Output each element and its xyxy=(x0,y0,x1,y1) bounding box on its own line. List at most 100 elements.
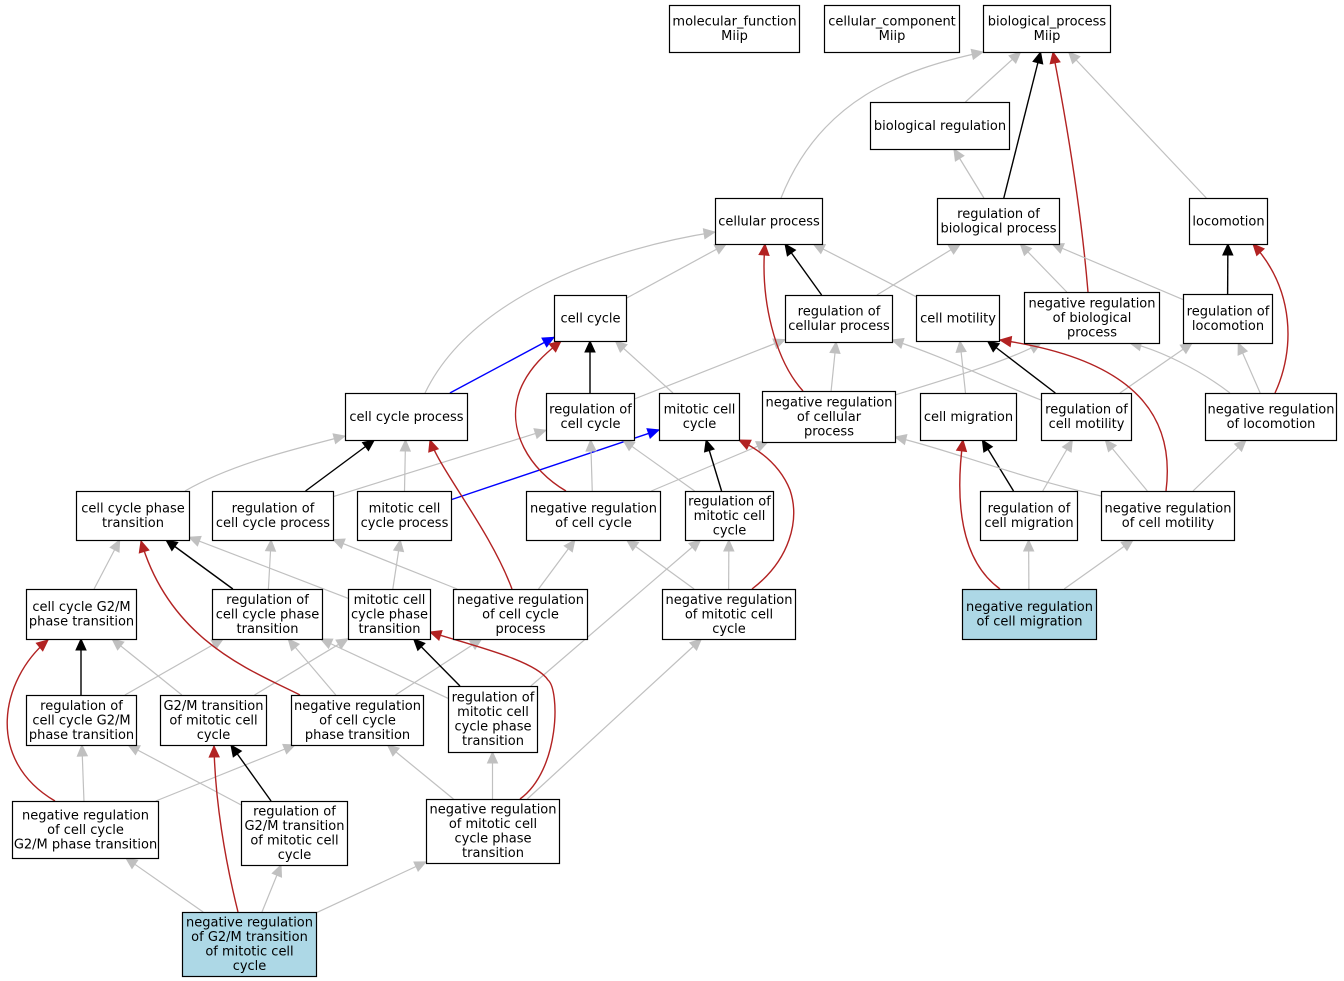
edge-negregg2mphase-to-negregccphase-arrowhead xyxy=(282,743,297,755)
edge-negregcellproc-to-cellproc-arrowhead xyxy=(758,242,770,256)
term-box xyxy=(425,798,561,865)
term-label-line: negative regulation xyxy=(665,593,792,608)
edge-regccproc-to-ccprocess-arrowhead xyxy=(361,439,376,452)
term-label-line: Miip xyxy=(721,29,748,44)
term-box xyxy=(714,197,824,246)
term-node-cellmotility[interactable]: cell motility xyxy=(915,294,1001,343)
term-label-line: of mitotic cell xyxy=(250,834,338,849)
term-label-line: cycle process xyxy=(361,516,449,531)
term-node-ccprocess[interactable]: cell cycle process xyxy=(344,392,469,442)
term-label-line: mitotic cell xyxy=(457,705,529,720)
edge-negregloco-to-negregbio xyxy=(1129,342,1231,394)
term-node-locomotion[interactable]: locomotion xyxy=(1188,197,1269,246)
edge-negregccproc-to-ccprocess xyxy=(429,439,513,590)
term-label-line: regulation of xyxy=(798,305,881,320)
term-label-line: G2/M transition xyxy=(163,699,263,714)
term-label-line: biological process xyxy=(940,222,1056,237)
term-label-line: of mitotic cell xyxy=(449,817,537,832)
term-box xyxy=(961,588,1098,641)
edge-mitccproc-to-ccprocess-arrowhead xyxy=(399,438,412,452)
edge-cellcycle-to-cellproc-arrowhead xyxy=(713,243,728,255)
term-node-cellproc[interactable]: cellular process xyxy=(714,197,824,246)
edge-negregloco-to-regloco-arrowhead xyxy=(1237,341,1249,356)
edge-negregmitcc-to-mitcc xyxy=(738,439,795,590)
term-label-line: cell cycle G2/M xyxy=(32,600,130,615)
term-label-line: of cell cycle xyxy=(47,823,124,838)
edge-g2mmit-to-mitccphase-arrowhead xyxy=(335,638,350,650)
edge-negregcellmig-to-negregcellmot-arrowhead xyxy=(1120,539,1135,552)
term-box xyxy=(936,197,1061,246)
edge-negregmitcc-to-mitcc-arrowhead xyxy=(737,439,752,451)
term-label-line: cell cycle process xyxy=(216,516,330,531)
term-box xyxy=(1023,291,1161,345)
edge-negregcellmot-to-cellmotility-arrowhead xyxy=(998,335,1013,348)
term-label-line: biological_process xyxy=(988,15,1107,30)
term-node-bioreg[interactable]: biological regulation xyxy=(869,101,1011,151)
term-node-cellcycle[interactable]: cell cycle xyxy=(553,294,628,343)
edge-mitccphase-to-mitccproc-arrowhead xyxy=(392,538,405,553)
edge-regccphase-to-ccphase xyxy=(165,539,234,590)
edge-negregcellmot-to-negregcellproc-arrowhead xyxy=(893,434,908,446)
edge-regccproc-to-regcc-arrowhead xyxy=(533,428,548,440)
term-label-line: cell cycle xyxy=(560,311,620,326)
edge-ccprocess-to-cellproc-arrowhead xyxy=(702,228,717,240)
term-label-line: regulation of xyxy=(957,207,1040,222)
term-box xyxy=(915,294,1001,343)
edge-regcellmot-to-cellmotility-arrowhead xyxy=(986,340,1001,353)
edge-negregmitcc-to-negregcc-arrowhead xyxy=(625,539,640,552)
edge-regg2mmit-to-regg2mphase xyxy=(127,744,242,806)
edge-regg2mphase-to-regccphase xyxy=(124,638,224,696)
edge-regcellmig-to-cellmig-arrowhead xyxy=(981,438,994,453)
term-box xyxy=(553,294,628,343)
edge-regcellproc-to-regbio-arrowhead xyxy=(947,243,962,255)
term-box xyxy=(869,101,1011,151)
edge-negregg2mphase-to-g2mphase-arrowhead xyxy=(35,639,49,652)
edge-mitccphase-to-ccphase-arrowhead xyxy=(187,535,202,547)
edge-regccphase-to-ccphase-arrowhead xyxy=(164,539,179,552)
term-label-line: of cell cycle xyxy=(482,607,559,622)
edge-regmitccphase-to-mitccphase-arrowhead xyxy=(412,638,426,652)
term-label-line: regulation of xyxy=(988,502,1071,517)
edge-negregmitccphase-to-mitccphase-arrowhead xyxy=(428,630,443,642)
term-box xyxy=(979,490,1079,542)
term-box xyxy=(545,392,636,442)
edge-ccprocess-to-cellcycle-arrowhead xyxy=(541,336,556,348)
term-label-line: regulation of xyxy=(452,691,535,706)
term-node-cellmig[interactable]: cell migration xyxy=(919,392,1018,442)
term-label-line: cell cycle G2/M xyxy=(32,713,130,728)
term-box xyxy=(982,4,1112,54)
